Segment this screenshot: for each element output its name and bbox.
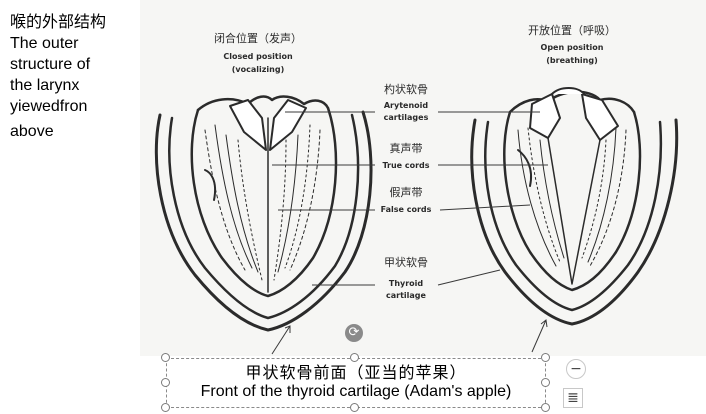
resize-handle-right[interactable] <box>541 378 550 387</box>
resize-handle-top-right[interactable] <box>541 353 550 362</box>
caption-line: the larynx <box>10 77 80 94</box>
caption-line: The outer <box>10 35 79 52</box>
true-cords-label-en: True cords <box>382 161 429 170</box>
false-cords-label-en: False cords <box>381 205 432 214</box>
figure-caption: 喉的外部结构 The outer structure of the larynx… <box>10 12 140 142</box>
closed-position-title-cn: 闭合位置（发声） <box>214 31 302 45</box>
textbox-line-cn[interactable]: 甲状软骨前面（亚当的苹果） <box>245 363 467 382</box>
rotate-handle-icon[interactable]: ⟳ <box>345 324 363 342</box>
textbox-line-en[interactable]: Front of the thyroid cartilage (Adam's a… <box>200 383 512 400</box>
closed-position-title-en: Closed position <box>223 52 293 61</box>
resize-handle-bottom-left[interactable] <box>161 403 170 412</box>
leader-lines <box>271 111 548 355</box>
thyroid-label-en2: cartilage <box>386 291 427 300</box>
arytenoid-label-cn: 杓状软骨 <box>384 82 428 96</box>
layout-options-icon[interactable]: ≣ <box>563 388 583 408</box>
caption-textbox[interactable]: 甲状软骨前面（亚当的苹果） Front of the thyroid carti… <box>166 358 546 408</box>
resize-handle-bottom[interactable] <box>350 403 359 412</box>
caption-line: 喉的外部结构 <box>10 14 107 31</box>
resize-handle-bottom-right[interactable] <box>541 403 550 412</box>
resize-handle-left[interactable] <box>161 378 170 387</box>
resize-handle-top[interactable] <box>350 353 359 362</box>
true-cords-label-cn: 真声带 <box>390 141 423 155</box>
caption-line: above <box>10 123 54 140</box>
resize-handle-top-left[interactable] <box>161 353 170 362</box>
open-position-title-en: Open position <box>541 43 604 52</box>
open-larynx-drawing <box>470 87 679 326</box>
caption-line: yiewedfron <box>10 98 88 115</box>
arytenoid-label-en: Arytenoid <box>384 101 429 110</box>
thyroid-label-en: Thyroid <box>389 279 424 288</box>
false-cords-label-cn: 假声带 <box>390 185 423 199</box>
arytenoid-label-en2: cartilages <box>384 113 429 122</box>
collapse-icon[interactable]: − <box>566 359 586 379</box>
closed-position-subtitle-en: (vocalizing) <box>232 65 284 74</box>
open-position-subtitle-en: (breathing) <box>546 56 598 65</box>
thyroid-label-cn: 甲状软骨 <box>384 255 428 269</box>
open-position-title-cn: 开放位置（呼吸） <box>528 23 616 37</box>
caption-line: structure of <box>10 56 91 73</box>
